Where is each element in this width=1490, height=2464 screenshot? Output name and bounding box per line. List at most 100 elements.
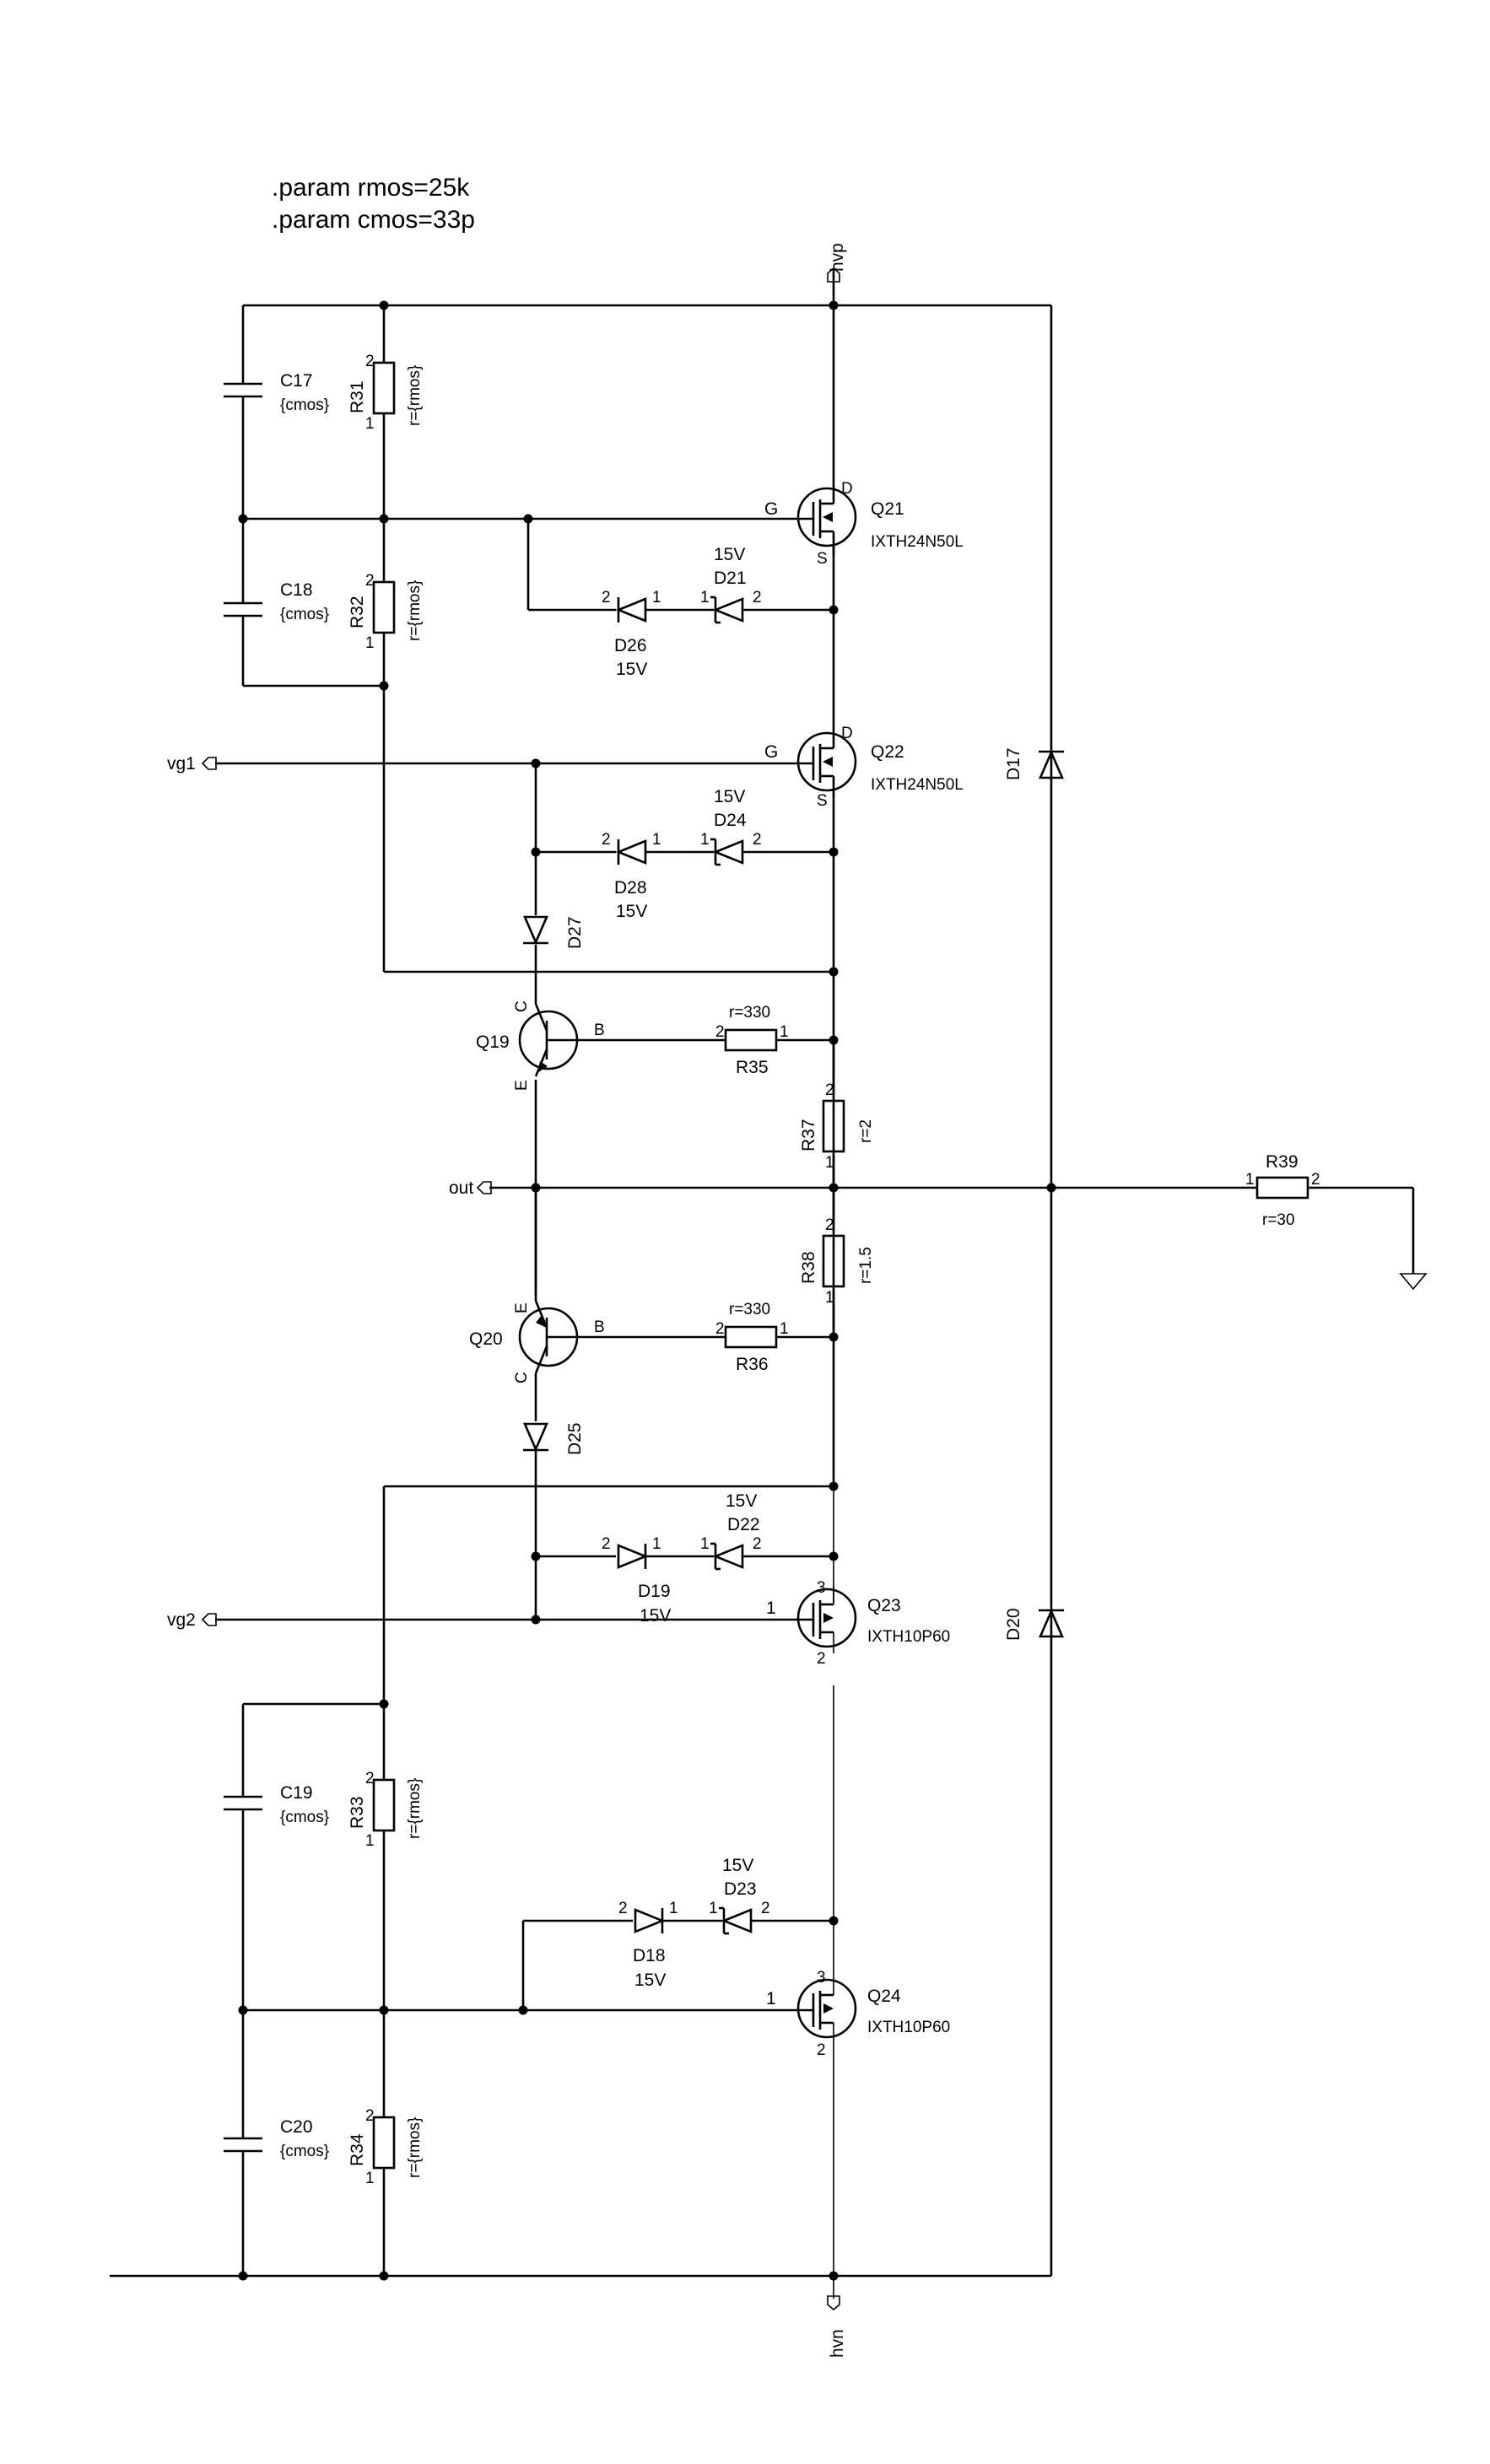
- diode-D27: D27: [523, 915, 585, 949]
- svg-text:2: 2: [753, 1535, 762, 1553]
- svg-text:2: 2: [817, 1650, 826, 1668]
- diode-D22: 1 2 15V D22: [700, 1491, 762, 1571]
- port-vg2: vg2: [167, 1610, 217, 1630]
- svg-text:1: 1: [700, 1535, 710, 1553]
- svg-text:B: B: [594, 1022, 605, 1039]
- svg-text:G: G: [764, 742, 778, 762]
- diode-D17: D17: [1004, 747, 1064, 780]
- capacitor-C19: C19 {cmos}: [224, 1783, 329, 1826]
- svg-text:D26: D26: [614, 636, 647, 655]
- svg-text:2: 2: [715, 1320, 725, 1338]
- svg-text:Q20: Q20: [469, 1329, 503, 1349]
- port-hvn: hvn: [827, 2295, 847, 2358]
- ground-symbol: [1399, 1273, 1428, 1291]
- svg-text:D20: D20: [1004, 1608, 1023, 1641]
- svg-text:r={rmos}: r={rmos}: [406, 365, 424, 426]
- svg-text:D: D: [841, 480, 853, 498]
- svg-text:{cmos}: {cmos}: [280, 1809, 329, 1826]
- param-cmos: .param cmos=33p: [272, 206, 475, 234]
- port-hvp: hvp: [827, 243, 847, 283]
- svg-text:S: S: [817, 550, 828, 568]
- svg-text:1: 1: [766, 1989, 776, 2008]
- svg-text:1: 1: [709, 1900, 718, 1917]
- svg-text:1: 1: [652, 831, 661, 849]
- svg-text:r=330: r=330: [729, 1301, 770, 1318]
- svg-text:2: 2: [715, 1023, 725, 1041]
- junctions: [238, 300, 1056, 2281]
- svg-text:D28: D28: [614, 878, 647, 898]
- diode-D20: D20: [1004, 1608, 1064, 1641]
- mosfet-Q23: 3 2 1 Q23 IXTH10P60: [766, 1579, 950, 1668]
- svg-text:{cmos}: {cmos}: [280, 606, 329, 623]
- svg-text:B: B: [594, 1318, 605, 1336]
- mosfet-Q21: D S G Q21 IXTH24N50L: [764, 462, 964, 568]
- svg-text:C: C: [513, 1372, 531, 1383]
- svg-text:C: C: [513, 1000, 531, 1012]
- diode-D21: 1 2 15V D21: [700, 545, 762, 624]
- svg-text:R33: R33: [348, 1796, 367, 1829]
- svg-text:out: out: [449, 1178, 473, 1198]
- svg-text:Q23: Q23: [867, 1596, 901, 1615]
- resistor-R37: 2 1 R37 r=2: [799, 1081, 875, 1172]
- svg-text:1: 1: [700, 589, 710, 607]
- svg-text:15V: 15V: [634, 1971, 666, 1990]
- svg-text:15V: 15V: [616, 902, 647, 921]
- svg-text:Q24: Q24: [867, 1987, 901, 2006]
- diode-D19: 2 1 D19 15V: [602, 1535, 671, 1626]
- svg-text:C18: C18: [280, 580, 313, 600]
- svg-text:D19: D19: [638, 1582, 671, 1601]
- svg-text:IXTH10P60: IXTH10P60: [867, 1628, 950, 1646]
- svg-text:2: 2: [753, 831, 762, 849]
- svg-text:1: 1: [365, 1832, 375, 1850]
- svg-text:IXTH24N50L: IXTH24N50L: [871, 776, 964, 794]
- mosfet-Q22: D S G Q22 IXTH24N50L: [764, 707, 964, 810]
- resistor-R39: 1 2 R39 r=30: [1245, 1152, 1320, 1229]
- svg-text:1: 1: [825, 1289, 834, 1307]
- svg-text:15V: 15V: [714, 545, 745, 564]
- capacitor-C18: C18 {cmos}: [224, 580, 329, 628]
- svg-text:r={rmos}: r={rmos}: [406, 1778, 424, 1839]
- svg-text:D25: D25: [565, 1422, 585, 1455]
- resistor-R36: 2 1 r=330 R36: [715, 1301, 789, 1374]
- svg-text:D21: D21: [714, 569, 747, 588]
- svg-text:D23: D23: [724, 1879, 757, 1899]
- svg-text:1: 1: [780, 1320, 789, 1338]
- svg-text:r=2: r=2: [857, 1119, 875, 1143]
- diode-D24: 1 2 15V D24: [700, 787, 762, 866]
- svg-text:C20: C20: [280, 2117, 313, 2137]
- svg-text:2: 2: [365, 2107, 375, 2125]
- capacitor-C20: C20 {cmos}: [224, 2117, 329, 2164]
- svg-text:1: 1: [365, 415, 375, 433]
- svg-text:S: S: [817, 792, 828, 810]
- svg-text:1: 1: [1245, 1171, 1255, 1189]
- svg-text:2: 2: [618, 1900, 628, 1917]
- svg-text:15V: 15V: [726, 1491, 757, 1511]
- svg-text:3: 3: [817, 1579, 826, 1597]
- svg-text:15V: 15V: [722, 1856, 753, 1875]
- svg-text:1: 1: [700, 831, 710, 849]
- port-vg1: vg1: [167, 754, 217, 774]
- resistor-R34: 2 1 R34 r={rmos}: [348, 2107, 424, 2187]
- svg-text:2: 2: [753, 589, 762, 607]
- svg-text:G: G: [764, 499, 778, 519]
- svg-text:vg2: vg2: [167, 1610, 196, 1630]
- svg-text:2: 2: [602, 589, 611, 607]
- diode-D25: D25: [523, 1422, 585, 1455]
- svg-text:2: 2: [365, 1770, 375, 1787]
- svg-text:{cmos}: {cmos}: [280, 396, 329, 414]
- resistor-R35: 2 1 r=330 R35: [715, 1004, 789, 1077]
- svg-text:D: D: [841, 725, 853, 742]
- svg-text:3: 3: [817, 1969, 826, 1987]
- svg-text:E: E: [513, 1080, 531, 1091]
- svg-text:2: 2: [1311, 1171, 1320, 1189]
- svg-text:Q19: Q19: [476, 1033, 510, 1052]
- diode-D28: 2 1 D28 15V: [602, 831, 661, 921]
- svg-text:R39: R39: [1266, 1152, 1298, 1172]
- svg-text:D18: D18: [633, 1946, 666, 1965]
- resistor-R38: 2 1 R38 r=1.5: [799, 1216, 875, 1307]
- svg-text:D27: D27: [565, 916, 585, 949]
- svg-text:R34: R34: [348, 2133, 367, 2166]
- resistor-R31: 2 1 R31 r={rmos}: [348, 353, 424, 433]
- diode-D18: 2 1 D18 15V: [618, 1900, 678, 1990]
